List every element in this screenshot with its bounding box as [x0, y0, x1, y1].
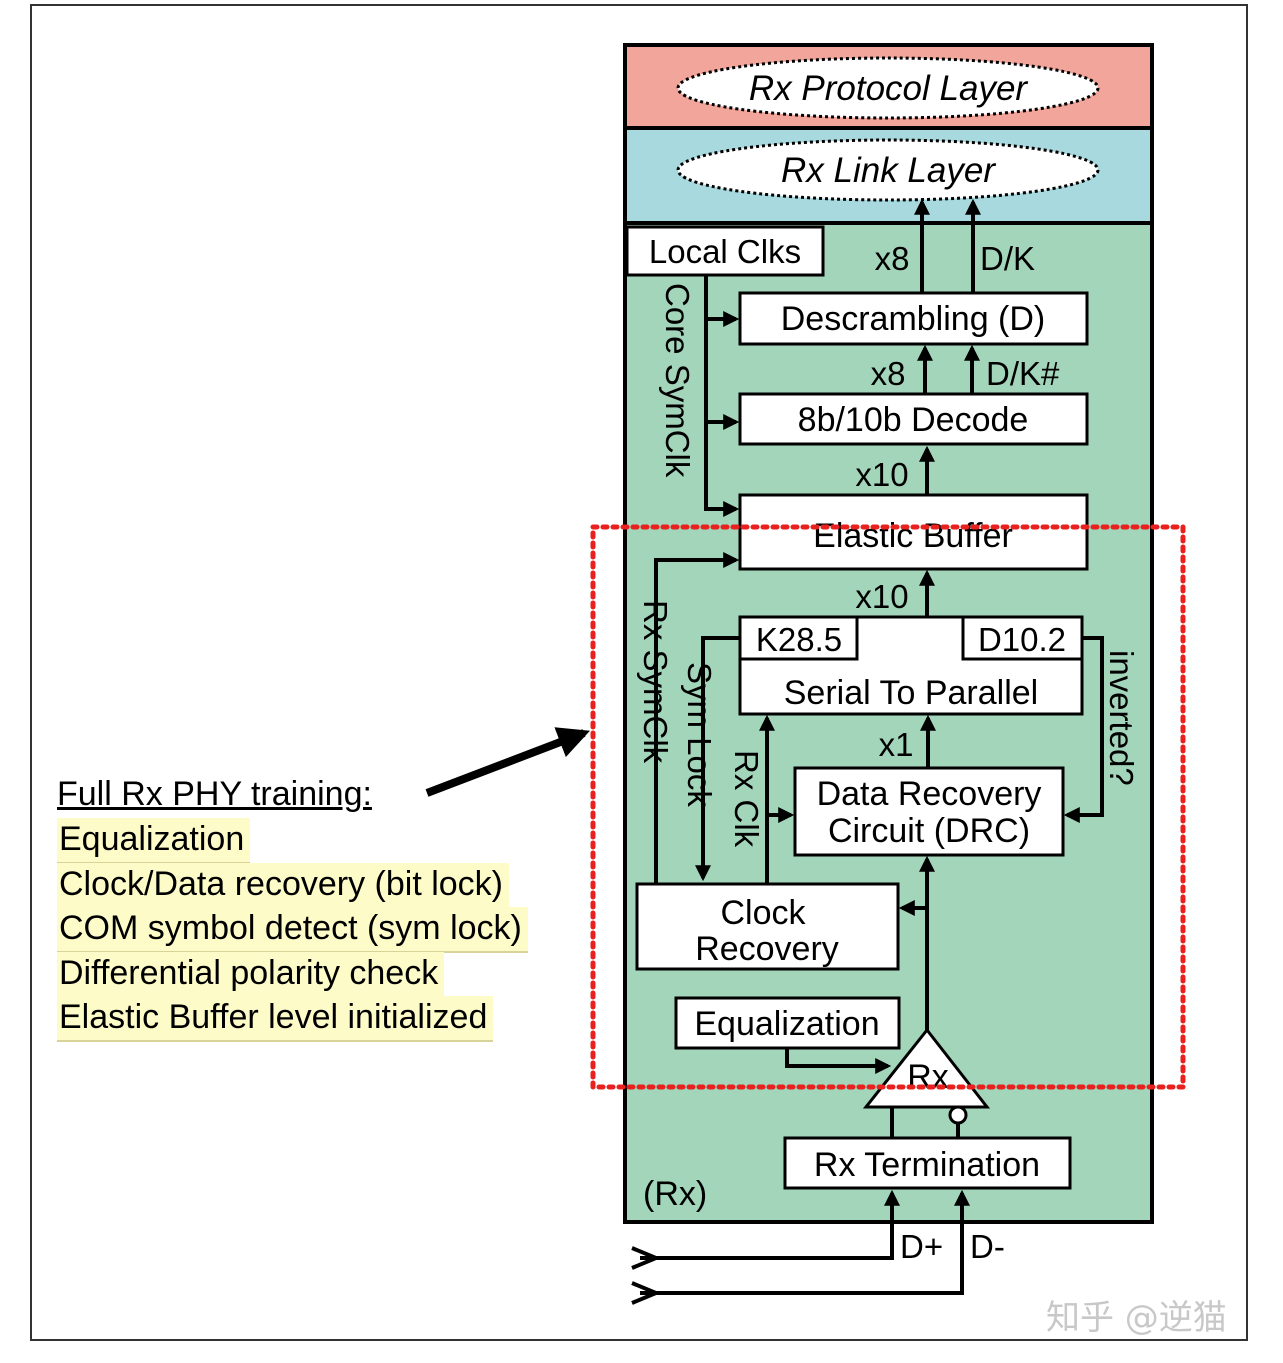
training-region-border: [590, 524, 1186, 1090]
link-layer-label: Rx Link Layer: [781, 151, 996, 190]
equalization-label: Equalization: [694, 1005, 879, 1043]
x10-decode-label: x10: [855, 456, 908, 493]
callout-item-equalization: Equalization: [57, 818, 251, 864]
local-clks-label: Local Clks: [649, 233, 801, 270]
descrambling-label: Descrambling (D): [781, 300, 1046, 338]
drc-box: [793, 766, 1065, 857]
drc-label-line2: Circuit (DRC): [828, 812, 1030, 850]
callout-arrow: [425, 727, 590, 797]
rx-symclk-label: Rx SymClk: [637, 600, 674, 764]
dplus-input-chevron: [631, 1246, 662, 1270]
protocol-layer-ellipse: [676, 56, 1100, 120]
sym-lock-label: Sym Lock: [681, 662, 718, 807]
descrambling-box: [738, 291, 1089, 346]
local-clks-box: [625, 225, 825, 277]
protocol-layer-label: Rx Protocol Layer: [749, 69, 1029, 108]
rx-symclk-wire: [654, 552, 740, 884]
sym-lock-wire: [695, 636, 740, 882]
callout-item-elastic-buffer: Elastic Buffer level initialized: [57, 996, 494, 1042]
callout-item-polarity-check: Differential polarity check: [57, 952, 445, 998]
k285-label: K28.5: [756, 621, 842, 658]
d102-box: [961, 615, 1084, 661]
dk-top-label: D/K: [980, 240, 1035, 277]
x8-top-label: x8: [875, 240, 910, 277]
inverting-input-bubble: [948, 1105, 968, 1125]
x10-buffer-label: x10: [855, 578, 908, 615]
rx-clk-label: Rx Clk: [728, 750, 765, 848]
serial-to-parallel-label: Serial To Parallel: [784, 674, 1039, 712]
elastic-buffer-box: [738, 493, 1089, 571]
callout-item-com-symbol-detect: COM symbol detect (sym lock): [57, 907, 528, 953]
phy-body: [623, 221, 1154, 1224]
dminus-input-wire: [640, 1189, 970, 1295]
rx-termination-label: Rx Termination: [814, 1146, 1040, 1184]
decode-box: [738, 392, 1089, 446]
elastic-buffer-label: Elastic Buffer: [813, 517, 1013, 555]
equalization-to-rx-arrow: [785, 1048, 892, 1074]
dplus-input-wire: [640, 1189, 900, 1260]
dplus-label: D+: [900, 1228, 943, 1265]
inverted-wire: [1063, 636, 1104, 823]
dk-hash-label: D/K#: [986, 355, 1060, 392]
equalization-box: [674, 996, 901, 1050]
drc-label-line1: Data Recovery: [817, 775, 1042, 813]
clock-recovery-box: [635, 882, 900, 971]
dminus-label: D-: [970, 1228, 1005, 1265]
callout-title: Full Rx PHY training:: [57, 775, 372, 813]
outer-frame: [30, 4, 1248, 1341]
d102-label: D10.2: [978, 621, 1066, 658]
x8-mid-label: x8: [871, 355, 906, 392]
dminus-input-chevron: [631, 1281, 662, 1305]
x1-label: x1: [879, 726, 914, 763]
rx-termination-box: [783, 1136, 1072, 1190]
clock-recovery-label-line2: Recovery: [695, 930, 839, 968]
rx-amplifier-label: Rx: [907, 1058, 949, 1096]
decode-label: 8b/10b Decode: [798, 401, 1029, 439]
link-layer-ellipse: [676, 138, 1100, 202]
rx-tag: (Rx): [643, 1175, 707, 1213]
clock-recovery-label-line1: Clock: [720, 894, 806, 932]
inverted-label: inverted?: [1103, 650, 1140, 786]
core-symclk-label: Core SymClk: [659, 283, 696, 478]
core-symclk-wire: [704, 275, 740, 517]
callout-item-clock-data-recovery: Clock/Data recovery (bit lock): [57, 863, 510, 909]
watermark: 知乎 @逆猫: [1046, 1298, 1227, 1338]
